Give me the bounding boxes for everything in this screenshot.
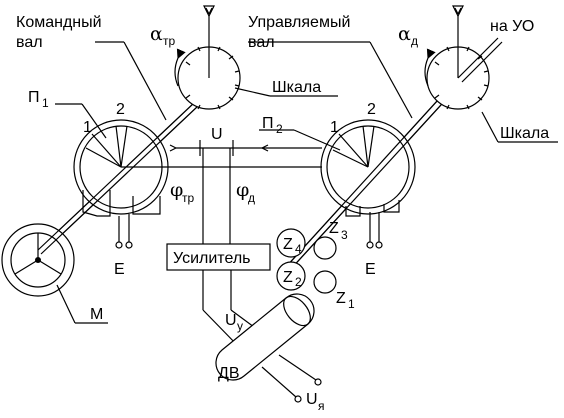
alpha-tr-label: α	[150, 23, 163, 45]
p2-label: П	[262, 115, 274, 132]
p2-sub: 2	[276, 122, 283, 136]
z2-label: Z	[283, 269, 293, 286]
command-shaft-label-2: вал	[16, 34, 43, 51]
alpha-tr-sub: тр	[163, 34, 175, 48]
controlled-shaft-label-2: вал	[248, 34, 275, 51]
z3-sub: 3	[341, 228, 348, 242]
motor	[215, 293, 322, 403]
phi-d-label: φ	[236, 179, 249, 201]
synchro-p2	[284, 77, 463, 272]
z1-sub: 1	[348, 297, 355, 311]
u-label: U	[211, 126, 223, 143]
gear-train	[276, 228, 337, 294]
e-right-label: E	[365, 261, 376, 278]
handwheel	[1, 223, 75, 297]
motor-label: ДВ	[218, 365, 240, 382]
winding-2-right: 2	[367, 101, 376, 118]
winding-1-right: 1	[330, 119, 339, 136]
phi-d-sub: д	[248, 191, 255, 205]
z4-sub: 4	[295, 242, 302, 256]
controlled-shaft-label-1: Управляемый	[248, 14, 350, 31]
u-y-sub: у	[237, 319, 243, 333]
p1-label: П	[28, 89, 40, 106]
z1-label: Z	[336, 290, 346, 307]
e-left-label: E	[114, 261, 125, 278]
z3-label: Z	[329, 220, 339, 237]
handwheel-label: M	[90, 306, 103, 323]
scale-dial-right	[424, 5, 503, 110]
alpha-d-sub: д	[411, 34, 418, 48]
u-y-label: U	[225, 312, 237, 329]
phi-tr-label: φ	[170, 179, 183, 201]
z4-label: Z	[283, 236, 293, 253]
alpha-d-label: α	[398, 23, 411, 45]
leader-lines	[55, 41, 558, 324]
phi-tr-sub: тр	[182, 191, 194, 205]
scale-left-label: Шкала	[272, 79, 321, 96]
u-ya-sub: я	[318, 399, 325, 413]
z2-sub: 2	[295, 275, 302, 289]
p1-sub: 1	[42, 96, 49, 110]
synchro-p1	[37, 85, 216, 255]
amplifier	[166, 243, 271, 349]
winding-1-left: 1	[83, 119, 92, 136]
scale-dial-left	[174, 5, 241, 110]
to-uo-label: на УО	[490, 18, 534, 35]
scale-right-label: Шкала	[500, 125, 549, 142]
winding-2-left: 2	[116, 101, 125, 118]
command-shaft-label-1: Командный	[16, 14, 102, 31]
u-ya-label: U	[306, 391, 318, 408]
amplifier-label: Усилитель	[173, 250, 251, 267]
signal-wires	[121, 140, 322, 250]
